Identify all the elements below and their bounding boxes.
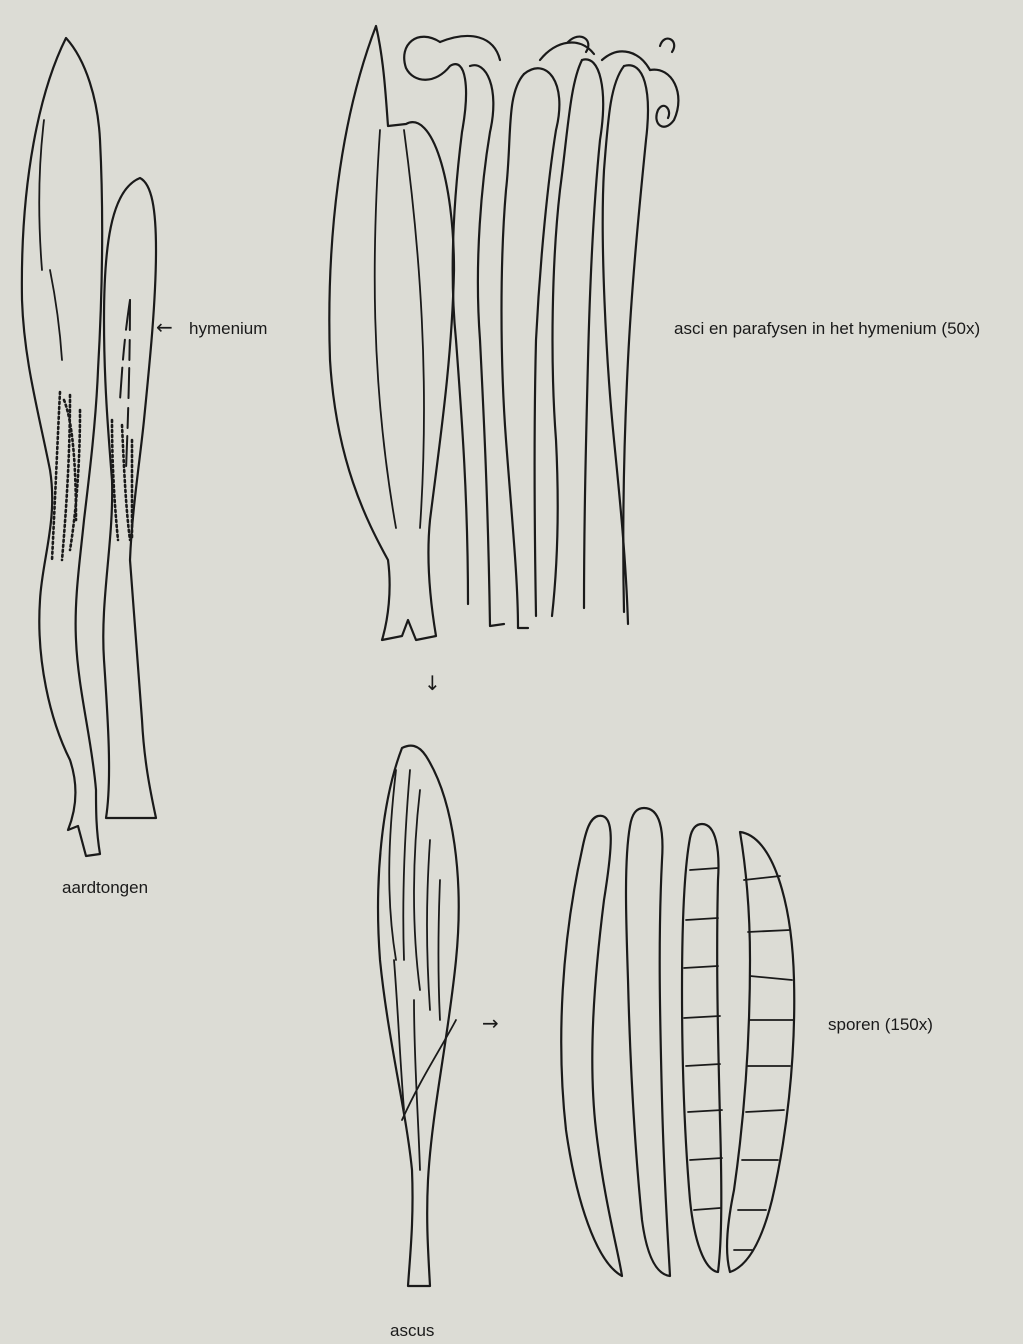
- earth-tongues-label: aardtongen: [62, 878, 148, 897]
- asci-paraphyses-label: asci en parafysen in het hymenium (50x): [674, 319, 980, 338]
- spore-1: [561, 816, 622, 1276]
- spore-4: [727, 832, 794, 1272]
- right-arrow: →: [482, 1011, 499, 1035]
- ascus-drawing: [378, 746, 459, 1286]
- ascus-label: ascus: [390, 1321, 434, 1340]
- spore-2: [626, 808, 670, 1276]
- hymenium-label: hymenium: [189, 319, 267, 338]
- spores-label: sporen (150x): [828, 1015, 933, 1034]
- spore-3: [682, 824, 722, 1272]
- down-arrow: ↓: [424, 671, 441, 695]
- earth-tongue-left: [22, 38, 102, 856]
- earth-tongue-right: [103, 178, 156, 818]
- hymenium-arrow: ←: [156, 315, 173, 339]
- asci-paraphyses-cluster: [329, 26, 678, 640]
